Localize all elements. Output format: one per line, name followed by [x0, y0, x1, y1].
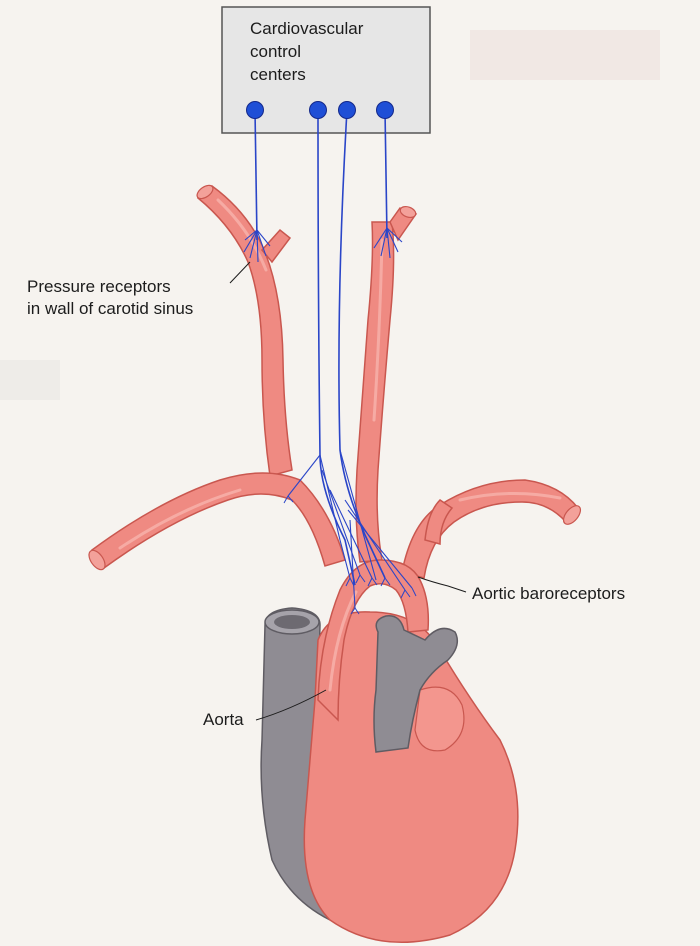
pressure-receptors-line-2: in wall of carotid sinus [27, 299, 193, 318]
control-centers-line-2: control [250, 42, 301, 61]
neuron-body-1 [247, 102, 264, 119]
aorta-label: Aorta [203, 710, 244, 729]
aortic-baroreceptors-leader [418, 577, 466, 592]
neuron-body-3 [339, 102, 356, 119]
neuron-body-2 [310, 102, 327, 119]
pressure-receptors-line-1: Pressure receptors [27, 277, 171, 296]
artery-tree [92, 186, 578, 720]
neuron-body-4 [377, 102, 394, 119]
control-centers-line-3: centers [250, 65, 306, 84]
pressure-receptors-leader [230, 262, 250, 283]
control-centers-line-1: Cardiovascular [250, 19, 364, 38]
pressure-receptors-label: Pressure receptors in wall of carotid si… [27, 277, 193, 318]
left-subclavian-artery [92, 473, 345, 568]
aortic-baroreceptors-label: Aortic baroreceptors [472, 584, 625, 603]
